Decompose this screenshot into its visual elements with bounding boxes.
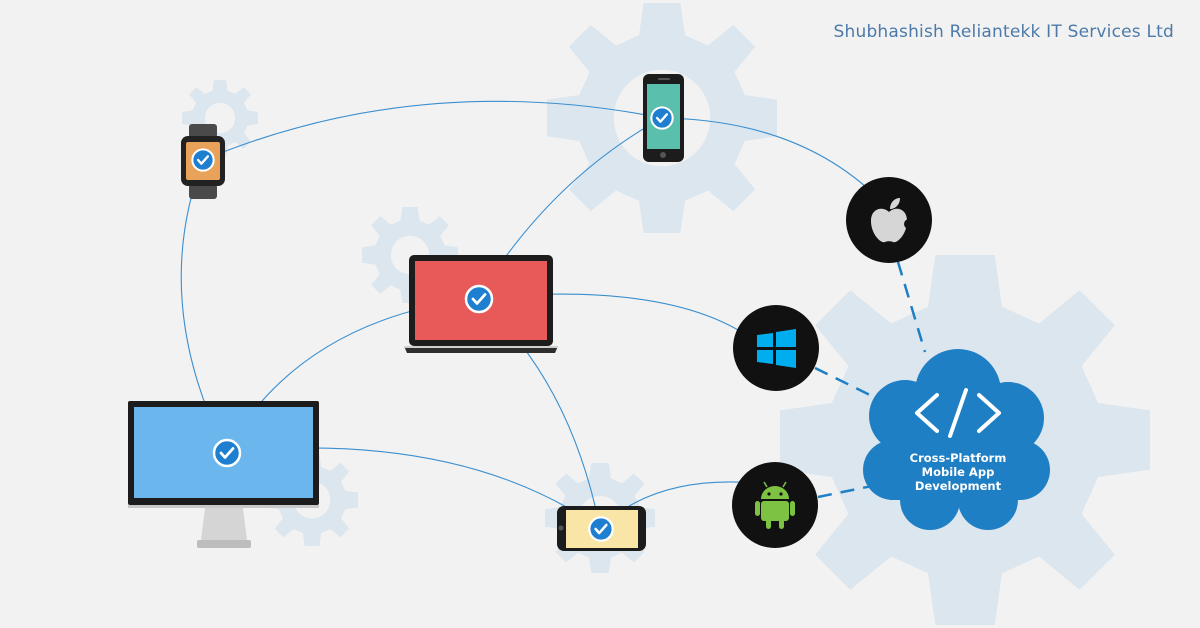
hub-label-line-3: Development [914,479,1002,493]
check-badge-laptop [464,284,494,314]
windows-platform [733,305,819,391]
apple-platform [846,177,932,263]
company-name: Shubhashish Reliantekk IT Services Ltd [833,22,1174,42]
hub-links [814,261,927,499]
check-badge-monitor [212,438,242,468]
hub-cloud [863,349,1050,530]
link-apple-hub [896,261,927,353]
hub-label: Cross-Platform Mobile App Development [888,451,1028,493]
link-windows-hub [814,366,873,398]
link-watch-phone [202,100,663,161]
check-badge-landscape [588,516,614,542]
apple-logo-icon [871,198,914,243]
hub-label-line-2: Mobile App [921,465,995,479]
hub-label-line-1: Cross-Platform [909,451,1007,465]
android-logo-icon [755,481,795,529]
windows-logo-icon [757,329,796,368]
check-badge-watch [191,148,215,172]
code-brackets-icon [915,388,1001,438]
link-android-hub [817,484,873,499]
link-phone-apple [661,117,881,201]
android-platform [732,462,818,548]
check-badge-phone [650,106,674,130]
